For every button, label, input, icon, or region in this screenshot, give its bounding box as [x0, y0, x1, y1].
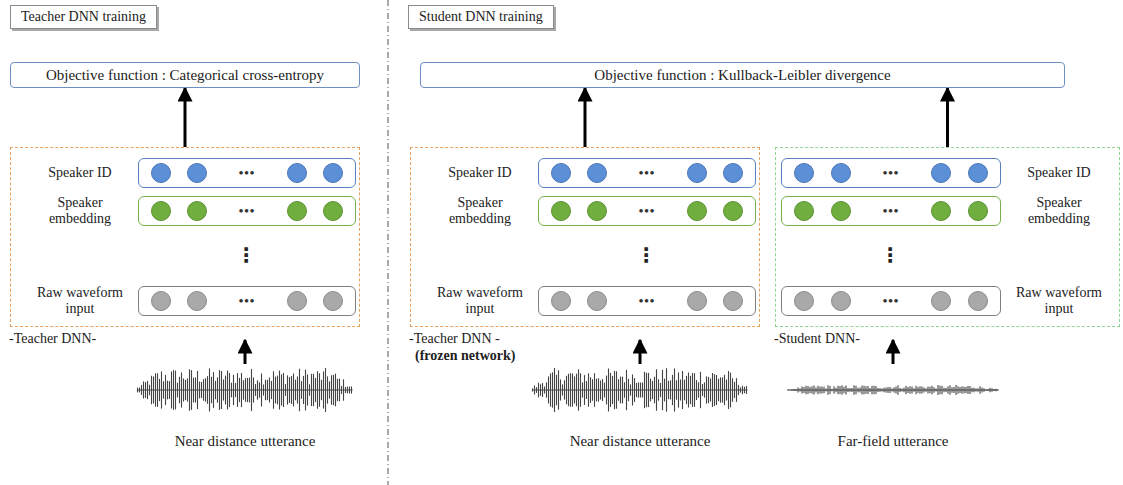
- network-frame: Speaker ID•••Speaker embedding•••Raw wav…: [10, 147, 360, 327]
- neuron: [931, 201, 951, 221]
- layer-label: Speaker ID: [1008, 165, 1110, 181]
- input-arrow: [639, 340, 642, 364]
- section-tab: Student DNN training: [408, 5, 554, 29]
- ellipsis: •••: [883, 165, 900, 181]
- network-label: -Teacher DNN-: [9, 331, 96, 348]
- network-label: (frozen network): [409, 348, 515, 365]
- neuron: [323, 163, 343, 183]
- layer-label: Speaker embedding: [1008, 195, 1110, 227]
- ellipsis: •••: [639, 203, 656, 219]
- layer-label: Speaker embedding: [429, 195, 531, 227]
- section-title: Teacher DNN training: [21, 9, 146, 25]
- layer-row: Speaker ID•••: [781, 158, 1001, 188]
- neuron: [551, 163, 571, 183]
- layer-label: Speaker embedding: [29, 195, 131, 227]
- layer-row: Speaker embedding•••: [138, 196, 356, 226]
- layer-label: Raw waveform input: [429, 285, 531, 317]
- neuron: [687, 291, 707, 311]
- waveform-axis: [533, 390, 748, 391]
- network-frame: Speaker ID•••Speaker embedding•••Raw wav…: [410, 147, 760, 327]
- neuron: [587, 291, 607, 311]
- ellipsis: •••: [239, 293, 256, 309]
- neuron: [931, 163, 951, 183]
- neuron: [968, 163, 988, 183]
- layer-label: Raw waveform input: [29, 285, 131, 317]
- neuron: [187, 201, 207, 221]
- neuron: [831, 201, 851, 221]
- input-caption: Far-field utterance: [838, 433, 949, 450]
- neuron: [794, 163, 814, 183]
- neuron: [287, 163, 307, 183]
- layer-label: Speaker ID: [29, 165, 131, 181]
- neuron: [151, 201, 171, 221]
- neuron: [323, 201, 343, 221]
- neuron: [968, 201, 988, 221]
- objective-box: Objective function : Kullback-Leibler di…: [420, 62, 1065, 88]
- objective-text: Objective function : Kullback-Leibler di…: [594, 67, 890, 84]
- network-label: -Student DNN-: [774, 331, 860, 348]
- vertical-ellipsis: ⋮: [636, 243, 656, 267]
- ellipsis: •••: [639, 293, 656, 309]
- flow-arrow: [184, 88, 187, 147]
- layer-row: Speaker embedding•••: [538, 196, 756, 226]
- flow-arrow: [584, 88, 587, 147]
- layer-row: Speaker embedding•••: [781, 196, 1001, 226]
- neuron: [968, 291, 988, 311]
- layer-row: Raw waveform input•••: [781, 286, 1001, 316]
- layer-row: Raw waveform input•••: [538, 286, 756, 316]
- objective-box: Objective function : Categorical cross-e…: [10, 62, 360, 88]
- neuron: [551, 291, 571, 311]
- ellipsis: •••: [239, 165, 256, 181]
- waveform-axis: [138, 390, 353, 391]
- network-label: -Teacher DNN -: [409, 331, 515, 348]
- ellipsis: •••: [639, 165, 656, 181]
- section-title: Student DNN training: [419, 9, 543, 25]
- vertical-ellipsis: ⋮: [880, 243, 900, 267]
- ellipsis: •••: [883, 203, 900, 219]
- vertical-ellipsis: ⋮: [236, 243, 256, 267]
- neuron: [831, 291, 851, 311]
- neuron: [723, 163, 743, 183]
- neuron: [723, 291, 743, 311]
- layer-row: Speaker ID•••: [538, 158, 756, 188]
- waveform-axis: [788, 390, 998, 391]
- flow-arrow: [946, 88, 949, 147]
- neuron: [687, 163, 707, 183]
- input-caption: Near distance utterance: [570, 433, 711, 450]
- network-caption: -Teacher DNN -(frozen network): [409, 331, 515, 365]
- neuron: [587, 201, 607, 221]
- neuron: [323, 291, 343, 311]
- network-caption: -Teacher DNN-: [9, 331, 96, 348]
- layer-row: Speaker ID•••: [138, 158, 356, 188]
- layer-label: Raw waveform input: [1008, 285, 1110, 317]
- neuron: [187, 163, 207, 183]
- neuron: [587, 163, 607, 183]
- neuron: [931, 291, 951, 311]
- ellipsis: •••: [239, 203, 256, 219]
- neuron: [151, 163, 171, 183]
- neuron: [287, 201, 307, 221]
- neuron: [187, 291, 207, 311]
- neuron: [287, 291, 307, 311]
- waveform-group: [138, 368, 999, 412]
- input-arrow: [244, 340, 247, 364]
- neuron: [687, 201, 707, 221]
- section-tab: Teacher DNN training: [10, 5, 157, 29]
- section-divider: [388, 0, 389, 485]
- neuron: [723, 201, 743, 221]
- input-caption: Near distance utterance: [175, 433, 316, 450]
- layer-row: Raw waveform input•••: [138, 286, 356, 316]
- neuron: [151, 291, 171, 311]
- network-caption: -Student DNN-: [774, 331, 860, 348]
- network-frame: Speaker ID•••Speaker embedding•••Raw wav…: [775, 147, 1120, 327]
- neuron: [551, 201, 571, 221]
- neuron: [831, 163, 851, 183]
- objective-text: Objective function : Categorical cross-e…: [46, 67, 324, 84]
- neuron: [794, 291, 814, 311]
- neuron: [794, 201, 814, 221]
- ellipsis: •••: [883, 293, 900, 309]
- input-arrow: [892, 340, 895, 364]
- layer-label: Speaker ID: [429, 165, 531, 181]
